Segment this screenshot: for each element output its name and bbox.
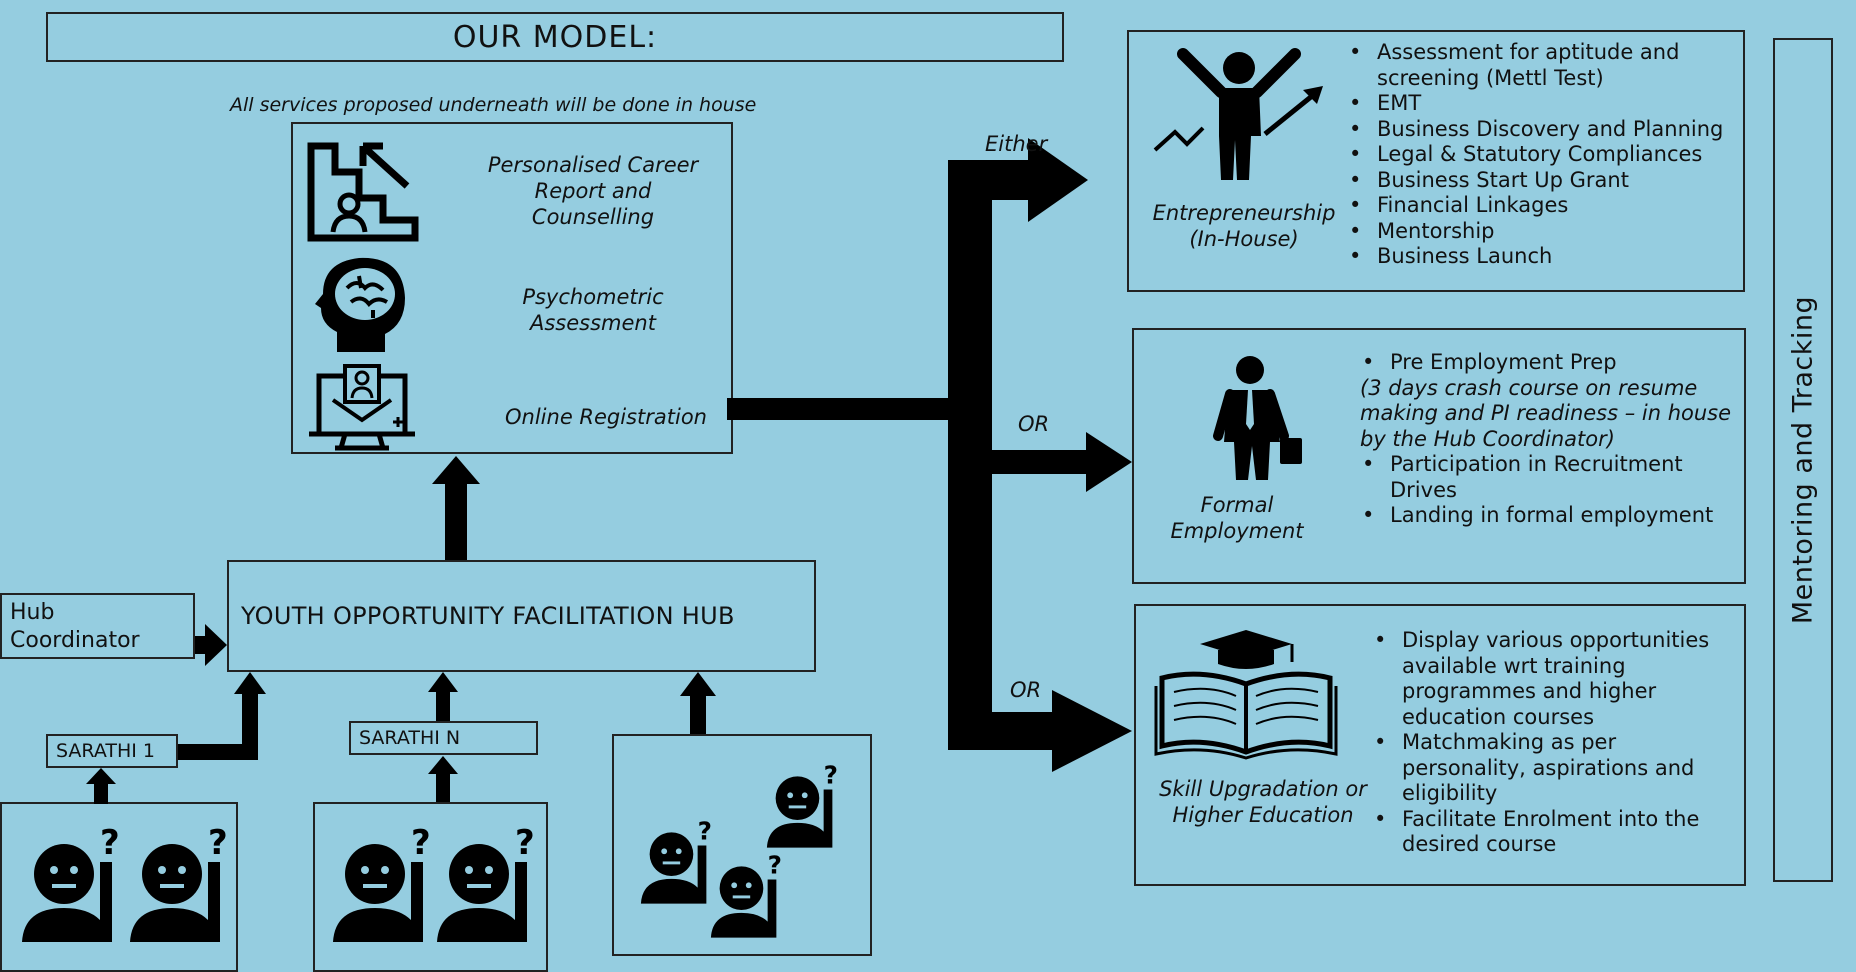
hub-coordinator-box: Hub Coordinator	[0, 593, 195, 659]
connector-services-to-trunk	[727, 398, 949, 420]
connector-label-or-2: OR	[1010, 678, 1042, 702]
service-label-career: Personalised Career Report and Counselli…	[487, 153, 699, 229]
trunk-line	[948, 160, 992, 750]
career-report-icon	[307, 142, 419, 242]
employment-box: Formal Employment Pre Employment Prep (3…	[1132, 328, 1746, 584]
connector-label-or-1: OR	[1018, 412, 1050, 436]
list-item: Pre Employment Prep	[1360, 350, 1744, 376]
employment-label: Formal Employment	[1170, 493, 1304, 543]
education-label: Skill Upgradation or Higher Education	[1159, 777, 1367, 827]
arrow-sarathi1-to-hub	[178, 690, 258, 760]
arrow-hub-to-services	[445, 482, 467, 560]
sarathi-1-box: SARATHI 1	[46, 734, 178, 768]
entrepreneur-success-icon	[1153, 48, 1323, 180]
businessman-icon	[1213, 356, 1302, 480]
education-list: Display various opportunities available …	[1372, 628, 1742, 858]
page-title: OUR MODEL:	[46, 12, 1064, 62]
sarathi-n-box: SARATHI N	[349, 721, 538, 755]
hub-box: YOUTH OPPORTUNITY FACILITATION HUB	[227, 560, 816, 672]
entrepreneurship-box: Entrepreneurship (In-House) Assessment f…	[1127, 30, 1745, 292]
subtitle: All services proposed underneath will be…	[230, 94, 757, 116]
list-item: Financial Linkages	[1347, 193, 1737, 219]
list-item: Assessment for aptitude and screening (M…	[1347, 40, 1737, 91]
arrow-coordinator-to-hub	[205, 624, 227, 666]
youth-group-3: ? ? ?	[612, 734, 872, 956]
svg-text:?: ?	[100, 823, 120, 863]
confused-person-icon: ?	[333, 823, 431, 942]
svg-text:?: ?	[411, 823, 431, 863]
list-item: Mentorship	[1347, 219, 1737, 245]
list-item: Display various opportunities available …	[1372, 628, 1742, 730]
svg-text:?: ?	[824, 761, 838, 790]
arrow-to-entrepreneurship	[1028, 138, 1088, 222]
arrow-to-education	[1052, 690, 1132, 772]
list-item: Business Start Up Grant	[1347, 168, 1737, 194]
list-item: Matchmaking as per personality, aspirati…	[1372, 730, 1742, 807]
list-item: Legal & Statutory Compliances	[1347, 142, 1737, 168]
arrow-group2-to-sarathin	[428, 756, 458, 774]
youth-group-1: ? ?	[0, 802, 238, 972]
confused-person-icon: ?	[640, 817, 712, 904]
entrepreneurship-label: Entrepreneurship (In-House)	[1152, 201, 1336, 251]
confused-person-icon: ?	[710, 851, 782, 938]
connector-label-either: Either	[985, 132, 1048, 156]
list-item: Participation in Recruitment Drives	[1360, 452, 1744, 503]
brain-head-icon	[315, 257, 405, 352]
confused-person-icon: ?	[130, 823, 228, 942]
service-label-psychometric: Psychometric Assessment	[522, 285, 664, 335]
svg-text:?: ?	[768, 851, 782, 880]
entrepreneurship-list: Assessment for aptitude and screening (M…	[1347, 40, 1737, 270]
mentoring-tracking-label: Mentoring and Tracking	[1787, 295, 1819, 625]
confused-person-icon: ?	[437, 823, 535, 942]
list-item: Business Discovery and Planning	[1347, 117, 1737, 143]
service-label-registration: Online Registration	[505, 405, 707, 429]
graduation-book-icon	[1154, 630, 1338, 760]
svg-text:?: ?	[698, 817, 712, 846]
list-item: Business Launch	[1347, 244, 1737, 270]
hub-coordinator-label: Hub Coordinator	[10, 600, 140, 653]
list-item: EMT	[1347, 91, 1737, 117]
services-box: Personalised Career Report and Counselli…	[291, 122, 733, 454]
employment-note: (3 days crash course on resume making an…	[1360, 375, 1732, 451]
employment-list: Pre Employment Prep (3 days crash course…	[1360, 350, 1744, 529]
list-item: Landing in formal employment	[1360, 503, 1744, 529]
mentoring-tracking-box	[1773, 38, 1833, 882]
education-box: Skill Upgradation or Higher Education Di…	[1134, 604, 1746, 886]
svg-text:?: ?	[208, 823, 228, 863]
confused-person-icon: ?	[766, 761, 838, 848]
arrow-group1-to-sarathi1	[86, 768, 116, 784]
arrow-sarathin-to-hub	[428, 672, 458, 692]
arrow-to-employment	[1086, 432, 1132, 492]
svg-text:?: ?	[515, 823, 535, 863]
arrow-group3-to-hub	[680, 672, 716, 696]
list-item: Facilitate Enrolment into the desired co…	[1372, 807, 1742, 858]
confused-person-icon: ?	[22, 823, 120, 942]
online-registration-icon	[309, 364, 415, 451]
